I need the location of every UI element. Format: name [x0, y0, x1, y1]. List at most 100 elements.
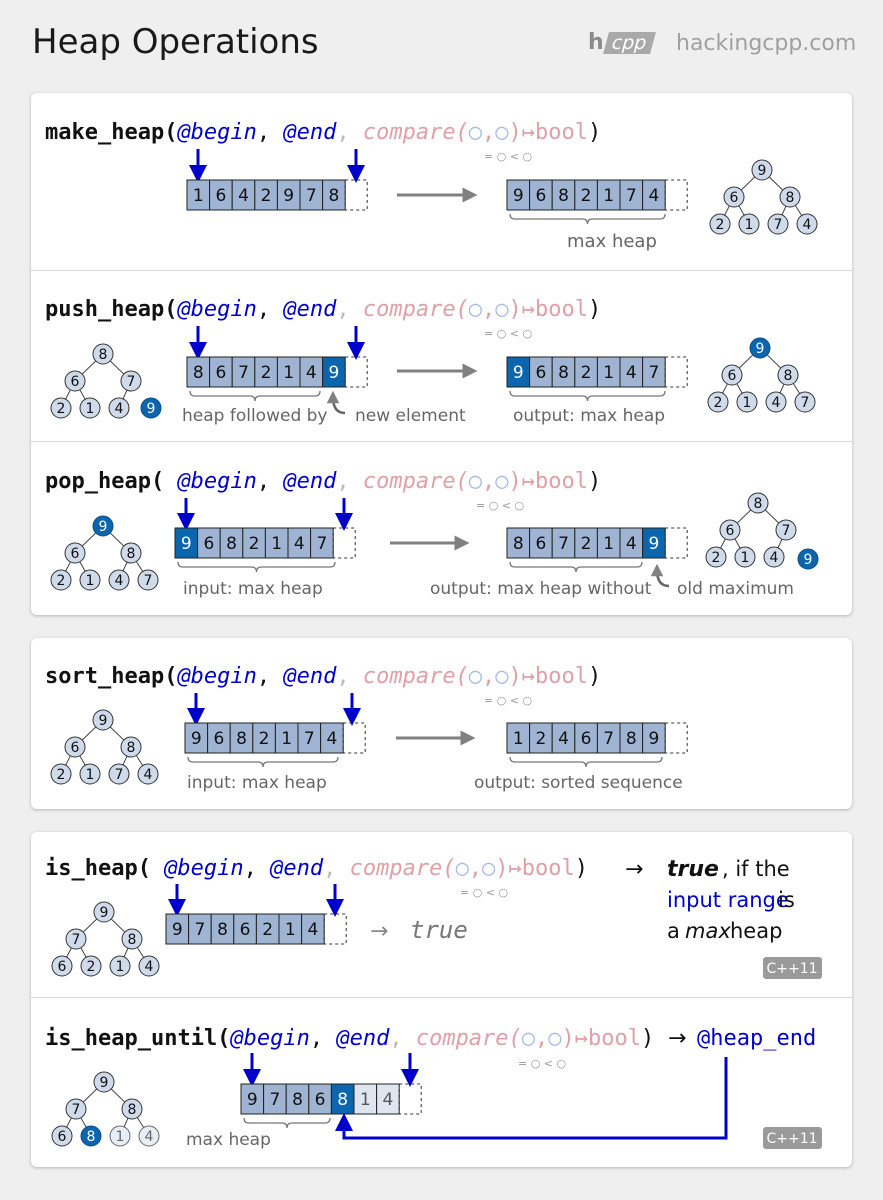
sort-heap-output-value: 9 — [648, 729, 659, 749]
push-heap-input-value: 2 — [261, 363, 272, 383]
push-heap-label-out: output: max heap — [513, 406, 665, 426]
push-heap-output-value: 7 — [648, 363, 659, 383]
is-heap-until-input-value: 8 — [292, 1090, 303, 1110]
is-heap-until-tree-node-label: 4 — [145, 1129, 154, 1145]
is-heap-until-tree-node — [93, 1071, 115, 1093]
make-heap-label: max heap — [567, 231, 657, 252]
make-heap-input-value: 1 — [193, 186, 204, 206]
sort-heap-input-value: 9 — [191, 729, 202, 749]
is-heap-until-signature-part: ○ — [548, 1026, 562, 1051]
pop-heap-tree-in-node — [137, 569, 159, 591]
is-heap-input-value: 4 — [307, 920, 318, 940]
push-heap-tree-out-node — [794, 391, 816, 413]
divider-2 — [31, 441, 852, 442]
push-heap-tree-in-node — [108, 397, 130, 419]
is-heap-desc-6: heap — [730, 919, 782, 943]
push-heap-tree-out-node — [721, 364, 743, 386]
sort-heap-signature-part: ) — [588, 664, 601, 689]
make-heap-output-value: 4 — [648, 186, 659, 206]
push-heap-signature-part: ↦ — [522, 297, 535, 322]
pop-heap-tree-in-node-label: 6 — [71, 546, 80, 562]
push-heap-output-value: 2 — [581, 363, 592, 383]
make-heap-signature-part: ) — [509, 120, 522, 145]
sort-heap-signature-part: @end — [282, 664, 337, 689]
is-heap-tree-node-label: 4 — [145, 959, 154, 975]
pop-heap-signature-part: pop_heap( — [45, 469, 164, 494]
is-heap-signature-part: compare( — [350, 856, 456, 881]
is-heap-tree-node — [51, 955, 73, 977]
pop-heap-signature-part: ↦ — [522, 469, 535, 494]
is-heap-tree-node — [138, 955, 160, 977]
push-heap-signature-part: ) — [509, 297, 522, 322]
push-heap-tree-out-node-label: 2 — [714, 395, 723, 411]
is-heap-until-input-value: 6 — [315, 1090, 326, 1110]
make-heap-tree-node — [796, 213, 818, 235]
push-heap-signature-part: @end — [282, 297, 337, 322]
is-heap-input-end-slot — [323, 913, 347, 945]
make-heap-tree-node — [709, 213, 731, 235]
push-heap-input-value: 1 — [283, 363, 294, 383]
is-heap-until-signature-part: bool — [588, 1026, 641, 1051]
push-heap-output-value: 4 — [626, 363, 637, 383]
pop-heap-tree-out-node — [719, 519, 741, 541]
push-heap-output-cell — [642, 356, 666, 388]
make-heap-tree-node-label: 2 — [716, 217, 725, 233]
make-heap-brace — [509, 213, 666, 225]
is-heap-signature-part: , — [469, 856, 482, 881]
is-heap-tree-node-label: 6 — [58, 959, 67, 975]
push-heap-output-value: 8 — [558, 363, 569, 383]
make-heap-signature-part: @begin — [176, 120, 256, 145]
pop-heap-input-end-slot — [332, 527, 356, 559]
is-heap-until-signature-part: , — [535, 1026, 548, 1051]
is-heap-signature-part: bool — [522, 856, 575, 881]
is-heap-signature-part: @end — [269, 856, 324, 881]
push-heap-signature-part: ○ — [495, 297, 509, 322]
pop-heap-signature-part: ) — [588, 469, 601, 494]
push-heap-tree-in-node — [50, 397, 72, 419]
push-heap-input-end-slot — [344, 356, 368, 388]
sort-heap-signature-part: ○ — [495, 664, 509, 689]
is-heap-desc-1: , if the — [722, 857, 790, 881]
push-heap-brace-out — [509, 390, 666, 402]
is-heap-until-result-arrow — [335, 1057, 728, 1140]
pop-heap-output-value: 1 — [603, 534, 614, 554]
sort-heap-output-value: 7 — [603, 729, 614, 749]
page-title: Heap Operations — [32, 22, 319, 62]
sort-heap-tree-node — [64, 736, 86, 758]
push-heap-output-value: 6 — [535, 363, 546, 383]
is-heap-until-tree-node-label: 8 — [128, 1102, 137, 1118]
pop-heap-output-value: 7 — [558, 534, 569, 554]
pop-heap-tree-out-node-label: 6 — [726, 523, 735, 539]
make-heap-signature-part: , — [257, 120, 270, 145]
push-heap-signature-part: bool — [535, 297, 588, 322]
pop-heap-tree-in-node-label: 1 — [86, 573, 95, 589]
sort-heap-tree-node-label: 2 — [57, 767, 66, 783]
pop-heap-label-old: old maximum — [677, 579, 794, 599]
is-heap-compare-hint: = ○ < ○ — [460, 886, 508, 899]
make-heap-tree-node — [751, 159, 773, 181]
make-heap-signature-part: ) — [588, 120, 601, 145]
pop-heap-tree-in-node-label: 8 — [127, 546, 136, 562]
divider-3 — [31, 997, 852, 998]
is-heap-until-tree-node-label: 1 — [116, 1129, 125, 1145]
push-heap-tree-out-node-label: 7 — [801, 395, 810, 411]
pop-heap-brace-out — [509, 561, 643, 573]
card-is-heap — [31, 832, 852, 1167]
is-heap-until-input-cell — [376, 1083, 400, 1115]
pop-heap-output-value: 4 — [626, 534, 637, 554]
sort-heap-output-end-slot — [664, 722, 688, 754]
push-heap-signature-part: @begin — [176, 297, 256, 322]
pop-heap-tree-in-node — [92, 515, 114, 537]
is-heap-until-input-value: 8 — [337, 1090, 348, 1110]
is-heap-until-input-value: 4 — [382, 1090, 393, 1110]
pop-heap-signature-part: bool — [535, 469, 588, 494]
is-heap-until-input-value: 7 — [269, 1090, 280, 1110]
make-heap-signature-part: , — [336, 120, 349, 145]
pop-heap-tree-out-node-label: 2 — [712, 550, 721, 566]
is-heap-until-badge-text: C++11 — [766, 1131, 817, 1147]
sort-heap-output-cell — [642, 722, 666, 754]
pop-heap-output-value: 8 — [513, 534, 524, 554]
is-heap-result-arrow: → — [370, 919, 388, 944]
make-heap-input-value: 7 — [306, 186, 317, 206]
